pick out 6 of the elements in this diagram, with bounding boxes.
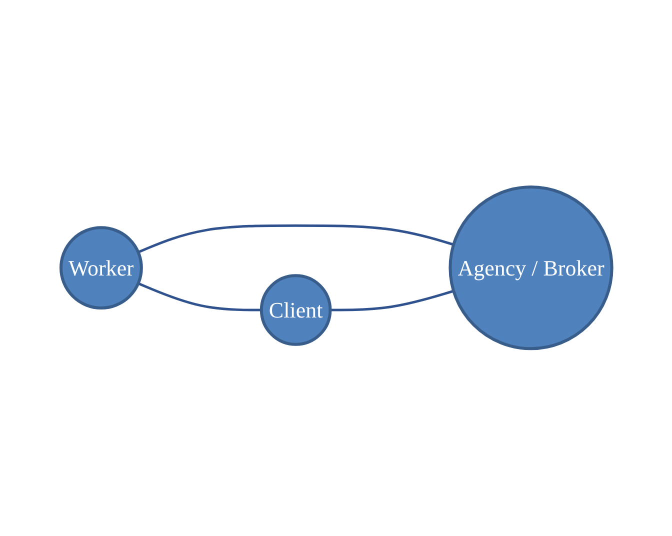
node-circle: Worker xyxy=(59,226,142,310)
connector xyxy=(137,282,261,312)
node-circle: Client xyxy=(260,274,332,346)
connector xyxy=(330,290,454,312)
connector xyxy=(137,224,454,254)
node-circle: Agency / Broker xyxy=(448,186,613,350)
